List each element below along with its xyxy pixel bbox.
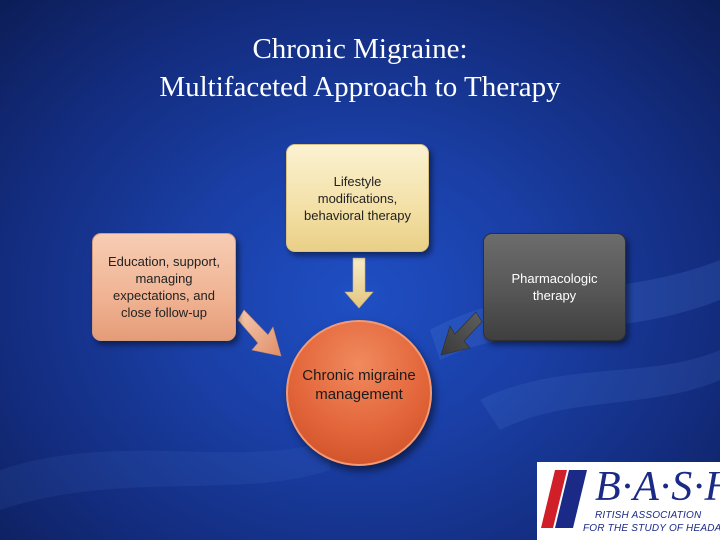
bash-logo-letters: B·A·S·H <box>595 464 720 510</box>
education-label: Education, support, managing expectation… <box>107 254 221 320</box>
center-label: Chronic migraine management <box>302 367 416 403</box>
arrow-left-to-center <box>237 309 282 357</box>
bash-logo-mark <box>541 470 587 528</box>
title-line-1: Chronic Migraine: <box>252 33 468 65</box>
title-line-2: Multifaceted Approach to Therapy <box>159 71 561 103</box>
pharmacologic-box: Pharmacologic therapy <box>483 233 626 341</box>
arrow-top-to-center <box>344 257 374 309</box>
lifestyle-box: Lifestyle modifications, behavioral ther… <box>286 144 429 252</box>
slide-title: Chronic Migraine: Multifaceted Approach … <box>0 30 720 106</box>
education-box: Education, support, managing expectation… <box>92 233 236 341</box>
arrow-right-to-center <box>440 311 483 356</box>
bash-logo: B·A·S·H RITISH ASSOCIATION FOR THE STUDY… <box>537 462 720 540</box>
bash-logo-line-2: FOR THE STUDY OF HEADACHE <box>583 523 720 534</box>
pharmacologic-label: Pharmacologic therapy <box>511 271 598 303</box>
bash-logo-line-1: RITISH ASSOCIATION <box>595 510 702 521</box>
lifestyle-label: Lifestyle modifications, behavioral ther… <box>304 173 411 223</box>
chronic-migraine-management-circle: Chronic migraine management <box>286 320 432 466</box>
